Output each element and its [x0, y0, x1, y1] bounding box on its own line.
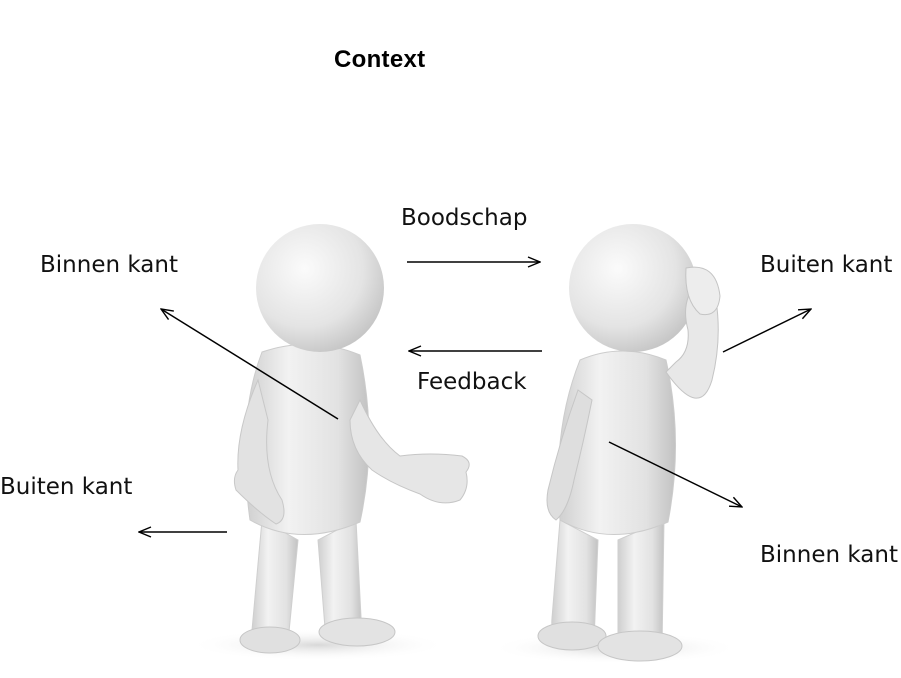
floor-shadow-left — [188, 629, 448, 661]
label-boodschap: Boodschap — [401, 205, 528, 231]
arrow-buitenkant-right — [722, 309, 811, 353]
arrow-binnenkant-left — [161, 309, 339, 420]
label-feedback: Feedback — [417, 369, 527, 395]
diagram-title: Context — [334, 46, 426, 73]
label-binnenkant-left: Binnen kant — [40, 252, 178, 278]
right-person-figure — [537, 224, 721, 662]
label-buitenkant-left: Buiten kant — [0, 474, 133, 500]
left-person-figure — [233, 224, 470, 654]
label-buitenkant-right: Buiten kant — [760, 252, 893, 278]
label-binnenkant-right: Binnen kant — [760, 542, 898, 568]
arrow-binnenkant-right — [608, 441, 742, 507]
